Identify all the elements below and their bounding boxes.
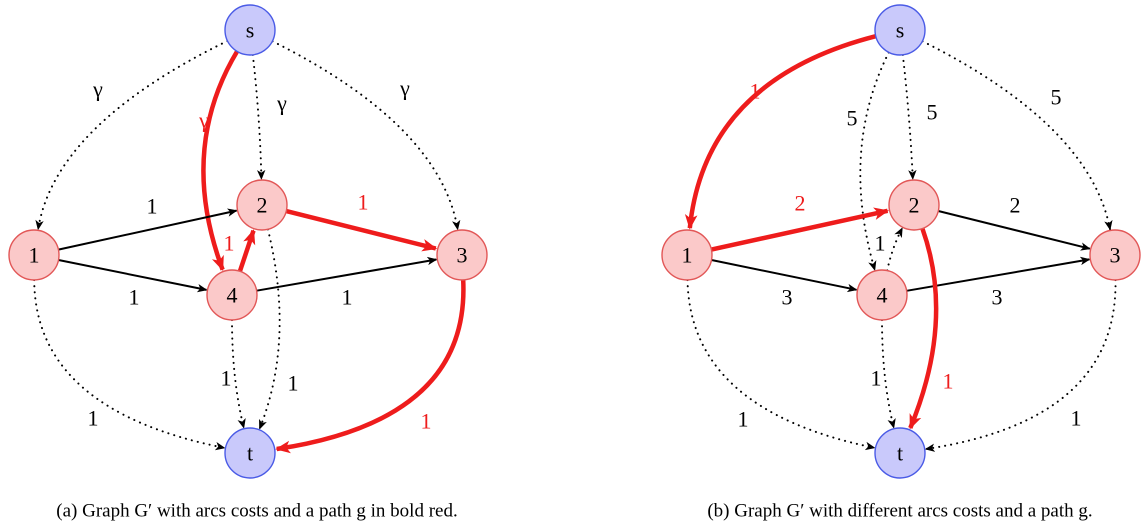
panel-a-edge-s-1 [35, 39, 229, 231]
panel-b-node-2-circle [888, 179, 940, 231]
panel-b-node-4-circle [856, 269, 908, 321]
panel-a-edge-label-4-t: 1 [221, 366, 232, 391]
panel-a-node-2-label: 2 [257, 193, 268, 218]
panel-b-edge-2-3 [938, 210, 1091, 251]
panel-b-node-t: t [874, 427, 926, 479]
panel-a-edge-label-2-3: 1 [358, 190, 369, 215]
panel-b-node-s: s [874, 4, 926, 56]
panel-b-edge-s-1 [684, 34, 877, 230]
panel-a-edge-1-4 [58, 259, 208, 293]
panel-a-node-3-label: 3 [457, 243, 468, 268]
panel-a-node-2: 2 [236, 179, 288, 231]
panel-a-edge-s-2 [251, 53, 266, 180]
panel-a-edges [33, 39, 466, 454]
panel-a-edge-s-3 [271, 40, 461, 231]
panel-b-edge-label-1-t: 1 [738, 407, 749, 432]
panel-a-edge-4-2 [237, 229, 256, 273]
panel-a-edge-label-4-3: 1 [342, 285, 353, 310]
panel-a-edge-label-s-3: γ [399, 76, 410, 101]
panel-a-node-2-circle [236, 179, 288, 231]
panel-b-node-s-label: s [896, 18, 905, 43]
panel-a-node-1-circle [8, 229, 60, 281]
panel-b-edge-4-2 [886, 227, 904, 272]
panel-a-edge-label-3-t: 1 [421, 409, 432, 434]
panel-b-node-1-label: 1 [682, 243, 693, 268]
panel-a-node-s-label: s [246, 18, 255, 43]
panel-b-edge-s-2 [901, 53, 917, 180]
panel-b-edge-label-2-t: 1 [943, 369, 954, 394]
panel-a-node-4-label: 4 [227, 283, 238, 308]
panel-b-caption: (b) Graph G′ with different arcs costs a… [707, 501, 1092, 522]
panel-a-edge-2-3 [285, 208, 438, 252]
panel-a-node-t: t [224, 427, 276, 479]
panel-b-node-s-circle [874, 4, 926, 56]
panel-a-edge-label-1-2: 1 [147, 194, 158, 219]
panel-a-node-3: 3 [436, 229, 488, 281]
panel-b-edge-label-1-2: 2 [795, 191, 806, 216]
panel-a-edge-3-t [275, 279, 466, 454]
panel-b-edge-label-4-2: 1 [875, 231, 886, 256]
panel-a-caption: (a) Graph G′ with arcs costs and a path … [56, 501, 457, 522]
panel-b-node-t-circle [874, 427, 926, 479]
panel-b-edge-label-1-4: 3 [782, 285, 793, 310]
panel-a-node-4: 4 [206, 269, 258, 321]
panel-b-edge-s-3 [921, 40, 1113, 231]
panel-a-node-1: 1 [8, 229, 60, 281]
panel-a-node-1-label: 1 [29, 243, 40, 268]
panel-a-node-t-label: t [247, 441, 253, 466]
panel-a-edge-s-4 [201, 50, 240, 272]
panel-a-node-t-circle [224, 427, 276, 479]
panel-a-edge-label-4-2: 1 [224, 231, 235, 256]
panel-b-edge-label-s-3: 5 [1051, 85, 1062, 110]
panel-b-edge-1-4 [711, 259, 858, 293]
panel-b-edge-1-2 [710, 207, 890, 252]
panel-a-node-4-circle [206, 269, 258, 321]
panel-a-edge-4-3 [256, 256, 438, 292]
panel-b-edge-4-t [881, 319, 896, 429]
panel-b-node-3-label: 3 [1110, 243, 1121, 268]
panel-b-node-3-circle [1089, 229, 1141, 281]
panel-a-edge-label-s-1: γ [92, 77, 103, 102]
panel-a-edge-label-s-4: γ [198, 108, 209, 133]
panel-b-node-t-label: t [897, 441, 903, 466]
panel-b-node-1: 1 [661, 229, 713, 281]
panel-a-edge-label-s-2: γ [276, 91, 287, 116]
panel-b-edge-label-4-3: 3 [992, 285, 1003, 310]
panel-b-edge-label-s-1: 1 [750, 79, 761, 104]
panel-b-edges [684, 34, 1117, 452]
panel-b-edge-label-2-3: 2 [1010, 193, 1021, 218]
panel-b-node-1-circle [661, 229, 713, 281]
panel-b-node-4-label: 4 [877, 283, 888, 308]
panel-a-node-s-circle [224, 4, 276, 56]
panel-a-edge-label-2-t: 1 [288, 371, 299, 396]
panel-b-node-3: 3 [1089, 229, 1141, 281]
panel-b-node-2-label: 2 [909, 193, 920, 218]
panel-b-edge-label-4-t: 1 [871, 366, 882, 391]
panel-a-edge-1-2 [58, 208, 238, 251]
panel-a-edge-4-t [231, 319, 246, 429]
panel-a-edge-2-t [258, 228, 281, 430]
panel-a-node-3-circle [436, 229, 488, 281]
panel-b-edge-label-s-2: 5 [927, 100, 938, 125]
panel-b-edge-label-3-t: 1 [1071, 406, 1082, 431]
panel-a-edge-label-1-t: 1 [88, 406, 99, 431]
panel-b-edge-label-s-4: 5 [847, 106, 858, 131]
panel-a-node-s: s [224, 4, 276, 56]
panel-b-node-2: 2 [888, 179, 940, 231]
panel-a-edge-1-t [33, 279, 226, 451]
panel-b-edge-2-t [908, 227, 939, 430]
panel-a-edge-label-1-4: 1 [129, 285, 140, 310]
panel-b-edge-3-t [924, 279, 1117, 452]
panel-a-edge-labels: γ γ γ γ 1 1 1 1 1 1 1 1 1 [88, 76, 432, 434]
panel-b-node-4: 4 [856, 269, 908, 321]
